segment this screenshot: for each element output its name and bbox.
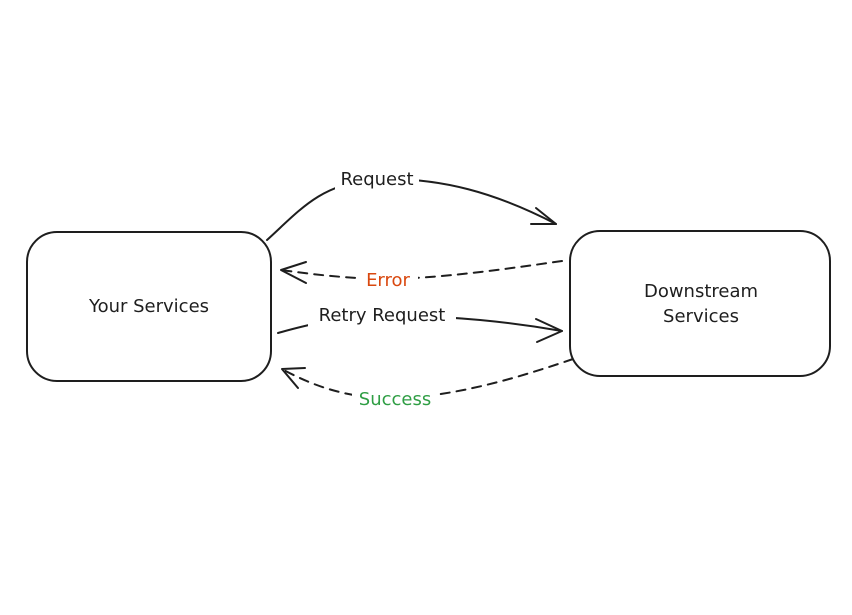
- edge-error-line: [280, 260, 563, 281]
- node-your-services-label: Your Services: [88, 296, 209, 317]
- edge-success: Success: [281, 358, 574, 411]
- node-downstream-box: [569, 230, 831, 377]
- node-downstream-services: Downstream Services: [569, 230, 831, 377]
- edge-error-label: Error: [366, 270, 410, 291]
- edge-retry-arrowhead: [535, 318, 563, 343]
- edge-error: Error: [280, 260, 563, 292]
- edge-retry-request: Retry Request: [277, 303, 563, 343]
- node-your-services-box: [26, 231, 272, 382]
- edge-retry-label: Retry Request: [319, 305, 446, 326]
- node-your-services: Your Services: [26, 231, 272, 382]
- node-downstream-label-line1: Downstream: [644, 281, 758, 302]
- edge-request: Request: [266, 166, 557, 241]
- edge-request-arrowhead: [530, 207, 557, 225]
- edge-error-arrowhead: [280, 261, 307, 284]
- edge-success-arrowhead: [281, 367, 306, 389]
- edge-success-label: Success: [359, 389, 431, 410]
- edge-request-label: Request: [340, 169, 413, 190]
- node-downstream-label-line2: Services: [663, 306, 739, 327]
